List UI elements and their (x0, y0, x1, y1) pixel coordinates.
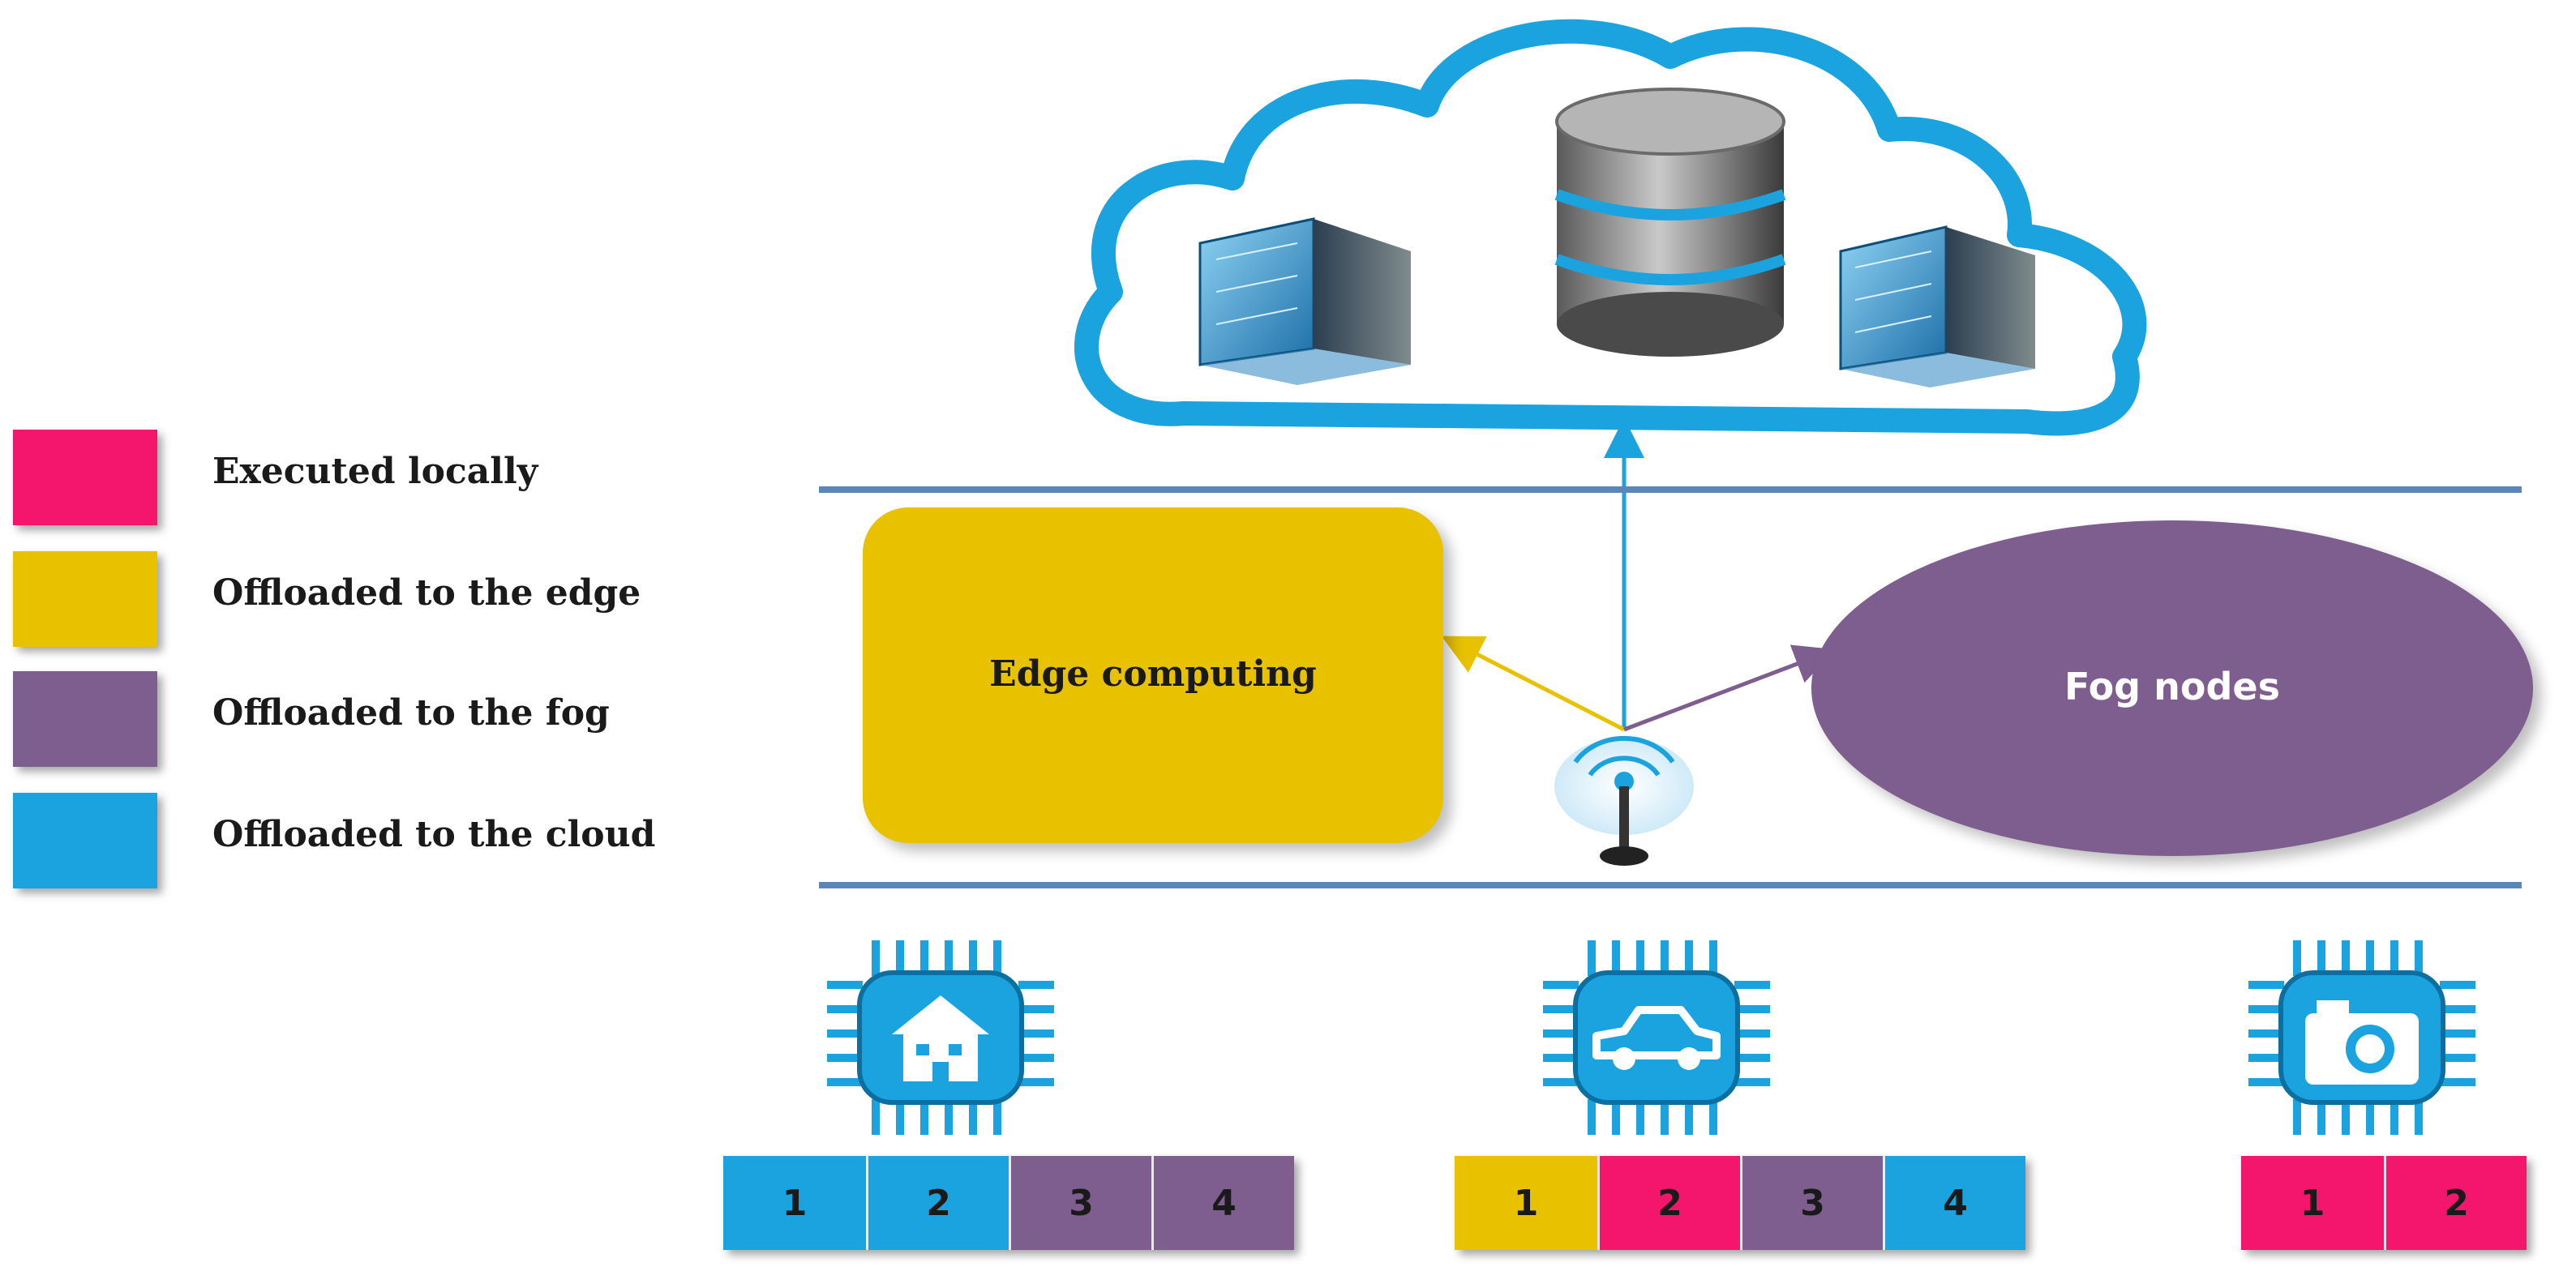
task-cell: 3 (1740, 1156, 1883, 1250)
server-left-icon (1198, 217, 1411, 385)
legend-label: Offloaded to the cloud (212, 814, 656, 855)
legend-item-fog: Offloaded to the fog (13, 671, 824, 767)
legend-swatch (13, 430, 157, 525)
layer-divider-top (819, 486, 2522, 493)
task-cell: 1 (1455, 1156, 1597, 1250)
legend-label: Offloaded to the edge (212, 572, 641, 614)
layer-divider-bottom (819, 882, 2522, 888)
chip-house-icon (827, 940, 1054, 1135)
legend-swatch (13, 793, 157, 888)
task-cell: 1 (2241, 1156, 2384, 1250)
task-cell: 4 (1883, 1156, 2025, 1250)
arrow-to-edge (1441, 636, 1626, 732)
chip-car-icon (1543, 940, 1770, 1135)
legend-swatch (13, 671, 157, 767)
legend-swatch (13, 551, 157, 647)
chip-camera-icon (2248, 940, 2475, 1135)
task-cell: 2 (866, 1156, 1009, 1250)
arrow-to-fog (1623, 644, 1836, 732)
task-cell: 2 (2384, 1156, 2527, 1250)
legend-label: Executed locally (212, 451, 538, 492)
legend-item-edge: Offloaded to the edge (13, 551, 824, 647)
task-cell: 2 (1597, 1156, 1740, 1250)
legend-item-cloud: Offloaded to the cloud (13, 793, 824, 888)
task-cell: 1 (723, 1156, 866, 1250)
task-cell: 4 (1151, 1156, 1294, 1250)
fog-nodes-label: Fog nodes (2064, 665, 2280, 708)
legend-label: Offloaded to the fog (212, 692, 610, 734)
fog-nodes-ellipse (1811, 520, 2533, 856)
server-right-icon (1839, 225, 2035, 387)
edge-computing-box (863, 507, 1443, 843)
database-icon (1554, 88, 1786, 357)
legend-item-local: Executed locally (13, 430, 824, 525)
task-cell: 3 (1009, 1156, 1151, 1250)
antenna-icon (1554, 735, 1694, 866)
edge-computing-label: Edge computing (989, 653, 1317, 695)
